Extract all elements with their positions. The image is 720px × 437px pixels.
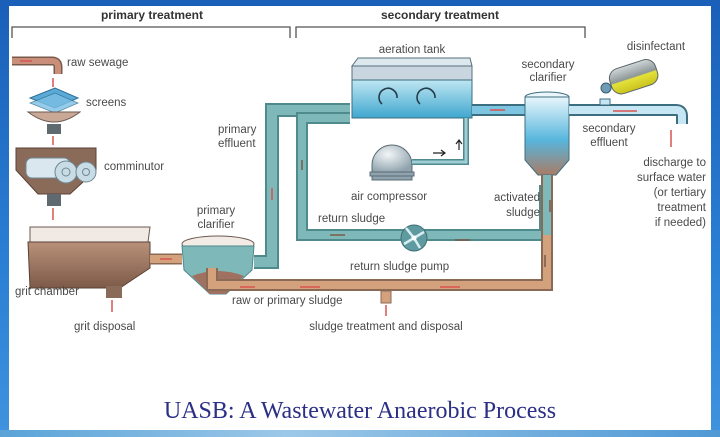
label-screens: screens — [86, 97, 127, 109]
label-secondary-effluent-2: effluent — [590, 137, 628, 149]
arrow-icon — [433, 149, 446, 157]
label-return-sludge-pump: return sludge pump — [350, 261, 449, 273]
label-discharge-4: treatment — [657, 202, 706, 214]
label-comminutor: comminutor — [104, 161, 164, 173]
arrow-icon — [455, 139, 463, 150]
label-disinfectant: disinfectant — [627, 41, 686, 53]
label-air-compressor: air compressor — [351, 191, 427, 203]
primary-bracket — [11, 26, 291, 38]
section-secondary-header: secondary treatment — [381, 8, 499, 22]
secondary-bracket — [295, 26, 586, 38]
label-grit-disposal: grit disposal — [74, 321, 135, 333]
comminutor-icon — [15, 147, 97, 206]
label-activated-sludge-2: sludge — [506, 207, 540, 219]
label-discharge-1: discharge to — [643, 157, 706, 169]
label-raw-or-primary-sludge: raw or primary sludge — [232, 295, 343, 307]
secondary-clarifier-icon — [524, 91, 570, 176]
label-aeration-tank: aeration tank — [379, 44, 446, 56]
bottom-strip — [0, 430, 720, 437]
return-sludge-pump-icon — [400, 224, 428, 252]
sludge-outlet — [380, 290, 392, 304]
screens-icon — [26, 87, 82, 134]
disinfectant-bottle-icon — [600, 59, 659, 95]
label-grit-chamber: grit chamber — [15, 286, 79, 298]
air-line — [412, 118, 469, 165]
label-secondary-clarifier-2: clarifier — [529, 72, 566, 84]
label-sludge-treatment: sludge treatment and disposal — [309, 321, 462, 333]
label-activated-sludge-1: activated — [494, 192, 540, 204]
label-primary-clarifier-1: primary — [197, 205, 236, 217]
label-primary-effluent-2: effluent — [218, 138, 256, 150]
air-compressor-icon — [369, 144, 415, 181]
section-primary-header: primary treatment — [101, 8, 203, 22]
label-discharge-2: surface water — [637, 172, 706, 184]
label-secondary-clarifier-1: secondary — [521, 59, 574, 71]
diagram-title: UASB: A Wastewater Anaerobic Process — [164, 398, 556, 424]
label-primary-clarifier-2: clarifier — [197, 219, 234, 231]
grit-chamber-icon — [27, 226, 151, 298]
label-raw-sewage: raw sewage — [67, 57, 128, 69]
label-discharge-5: if needed) — [655, 217, 706, 229]
label-secondary-effluent-1: secondary — [582, 123, 635, 135]
label-return-sludge: return sludge — [318, 213, 385, 225]
label-discharge-3: (or tertiary — [654, 187, 707, 199]
label-primary-effluent-1: primary — [218, 124, 257, 136]
aeration-tank-icon — [351, 57, 473, 119]
